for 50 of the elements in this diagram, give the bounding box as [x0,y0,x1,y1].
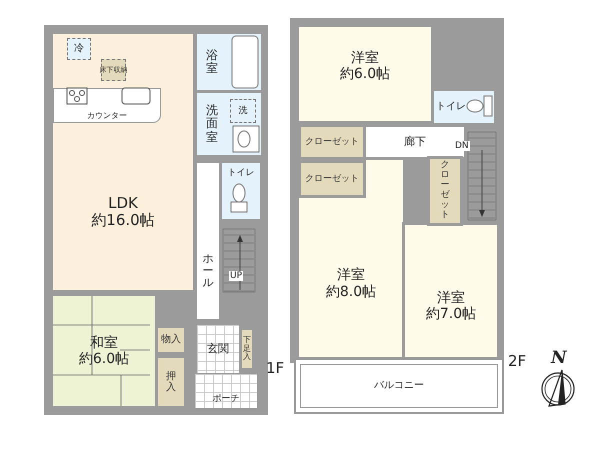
room-label: 下足入 [243,336,251,362]
room-area [50,31,196,293]
closet [298,124,366,160]
room-label: 玄関 [207,342,229,356]
room-label: 洗面室 [206,104,218,144]
room-area [296,24,434,124]
room-label: クローゼット [440,161,450,221]
floor-label: 2F [508,352,526,370]
area-label: 約6.0帖 [78,351,130,368]
north-label: N [551,348,567,368]
floor-storage-hatch [101,59,126,81]
room-label: 浴室 [206,48,218,76]
room-label: クローゼット [305,136,359,148]
room-label: トイレ [228,168,254,178]
room-area [296,157,406,360]
room-label: 和室 [90,334,118,351]
closet [298,160,366,198]
floor-label: 1F [266,359,284,377]
fridge-space [67,38,91,60]
room-label: 冷 [74,43,84,55]
closet [427,156,463,226]
room-label: 押入 [166,371,176,393]
room-label: 洋室 [337,267,365,284]
stair-direction-label: DN [454,141,470,151]
porch-area [194,373,258,409]
stair-direction-label: UP [229,271,244,281]
room-area [194,160,222,322]
area-label: 約16.0帖 [91,212,155,230]
washer-space [230,99,256,123]
room-label: ポーチ [212,394,240,404]
storage-box [155,325,187,355]
room-label: トイレ [436,101,466,113]
room-label: バルコニー [374,380,424,392]
area-label: 約6.0帖 [340,66,390,82]
room-label: カウンター [87,110,127,120]
room-label: 洗 [238,106,248,116]
storage-box [155,355,187,409]
area-label: 約7.0帖 [426,306,476,322]
area-label: 約8.0帖 [326,284,376,300]
room-label: 廊下 [404,136,426,148]
room-label: ホール [202,252,214,290]
room-label: クローゼット [305,174,359,184]
room-label: 物入 [161,334,181,346]
room-label: 洋室 [437,290,465,306]
hallway-area [363,124,467,160]
room-label: 洋室 [351,50,379,66]
room-label: LDK [108,194,138,212]
room-area [402,222,500,360]
balcony [294,358,504,414]
storage-box [239,327,255,371]
